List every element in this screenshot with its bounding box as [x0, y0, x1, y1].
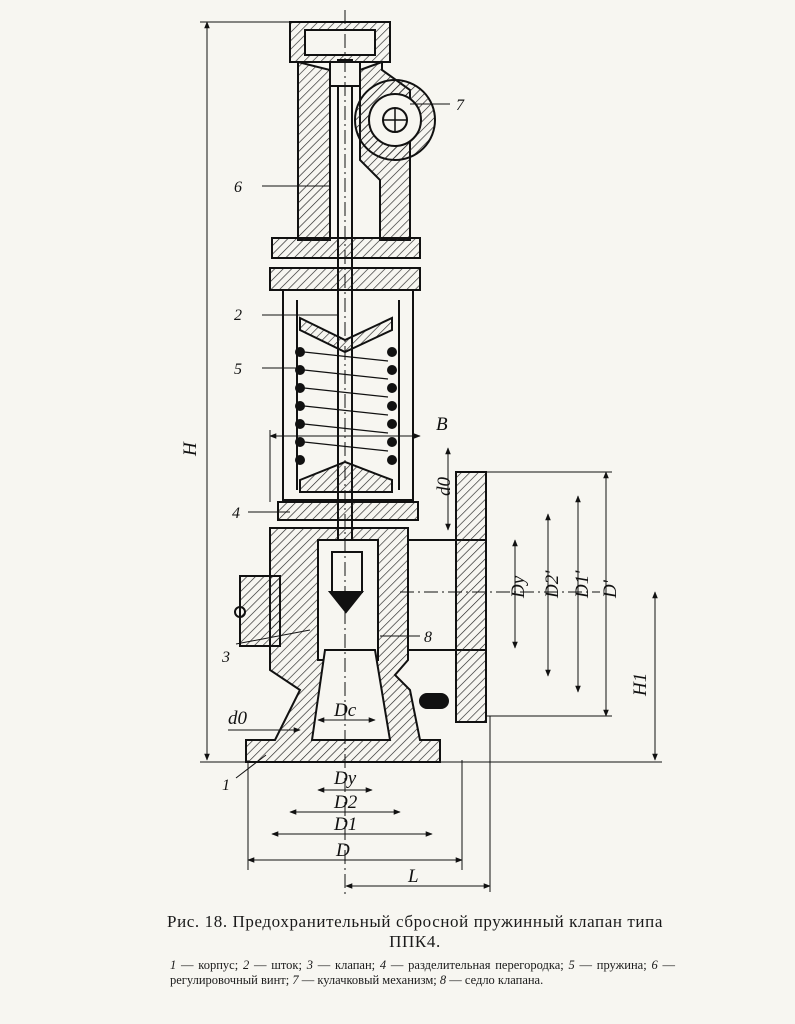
valve-technical-drawing: 7 6 2 5 4 3 8 1 H H1 B L d0 d0 Dc Dy D2 … [180, 10, 662, 895]
dim-L: L [407, 866, 419, 887]
legend-number: 3 [306, 958, 313, 972]
callout-4: 4 [232, 505, 240, 522]
callout-3: 3 [221, 649, 230, 666]
figure-legend: 1 — корпус; 2 — шток; 3 — клапан; 4 — ра… [170, 958, 675, 988]
legend-number: 6 [651, 958, 658, 972]
legend-text: — корпус; [176, 958, 243, 972]
legend-text: — разделительная перегородка; [386, 958, 569, 972]
dim-H1: H1 [630, 673, 651, 697]
dim-D1-bottom: D1 [333, 814, 357, 835]
dim-D-right: D' [600, 579, 621, 599]
caption-prefix: Рис. 18. [167, 912, 228, 931]
legend-text: — регулировочный винт; [170, 958, 675, 987]
legend-text: — клапан; [312, 958, 380, 972]
caption-title: Предохранительный сбросной пружинный кла… [232, 912, 663, 951]
dim-D-bottom: D [335, 840, 350, 861]
legend-text: — кулачковый механизм; [298, 973, 440, 987]
dim-d0-left: d0 [228, 708, 248, 729]
dim-Dc: Dc [333, 700, 357, 721]
legend-number: 7 [292, 973, 299, 987]
legend-text: — пружина; [574, 958, 652, 972]
spring-coils [295, 347, 397, 465]
dim-H: H [180, 441, 201, 457]
legend-text: — шток; [249, 958, 307, 972]
dim-B: B [436, 414, 448, 435]
leader-lines [235, 103, 450, 779]
legend-number: 8 [439, 973, 447, 987]
callout-labels: 7 6 2 5 4 3 8 1 [221, 97, 465, 794]
dimension-labels: H H1 B L d0 d0 Dc Dy D2 D1 D Dy D2' D1' … [180, 414, 651, 887]
dim-Dy-bottom: Dy [333, 768, 357, 789]
dim-D2-bottom: D2 [333, 792, 358, 813]
dim-D1-right: D1' [572, 570, 593, 599]
legend-text: — седло клапана. [446, 973, 544, 987]
callout-1: 1 [222, 777, 230, 794]
legend-number: 4 [379, 958, 387, 972]
callout-8: 8 [424, 629, 432, 646]
callout-5: 5 [234, 361, 242, 378]
callout-2: 2 [234, 307, 242, 324]
valve-body-outline [234, 21, 487, 763]
dim-Dy-right: Dy [508, 575, 529, 599]
callout-7: 7 [456, 97, 465, 114]
dimension-lines [200, 21, 662, 892]
legend-number: 5 [568, 958, 575, 972]
callout-6: 6 [234, 179, 242, 196]
figure-caption: Рис. 18. Предохранительный сбросной пруж… [150, 912, 680, 952]
dim-d0-right: d0 [434, 477, 455, 497]
center-axis [344, 10, 600, 895]
dim-D2-right: D2' [542, 570, 563, 599]
legend-number: 1 [170, 958, 177, 972]
legend-number: 2 [242, 958, 250, 972]
